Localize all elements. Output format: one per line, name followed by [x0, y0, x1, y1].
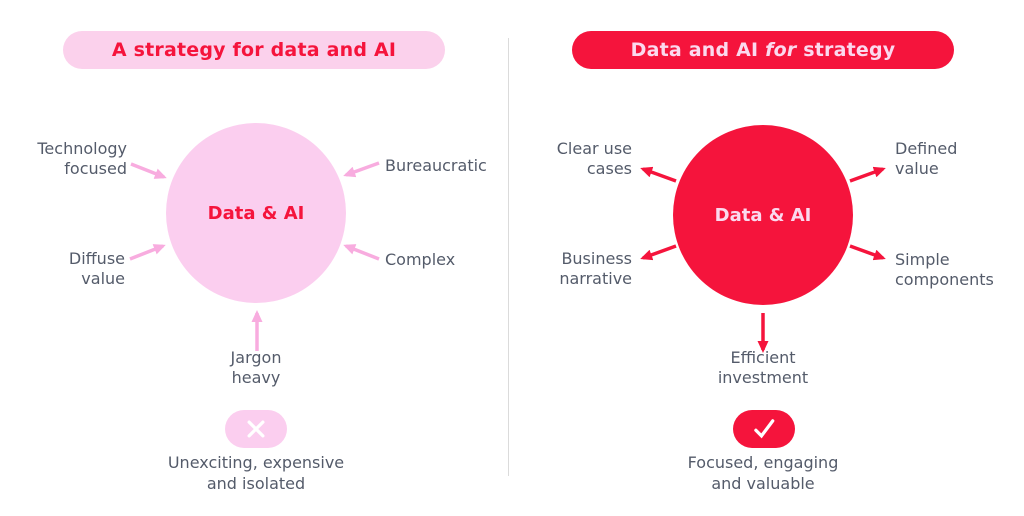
- x-badge: [225, 410, 287, 448]
- right-header-pill: Data and AI for strategy: [572, 31, 954, 69]
- check-badge: [733, 410, 795, 448]
- left-circle: Data & AI: [166, 123, 346, 303]
- arrow-diffuse-value: [129, 244, 166, 261]
- divider-line: [508, 38, 509, 476]
- arrow-bureaucratic: [343, 161, 380, 178]
- left-circle-label: Data & AI: [207, 202, 305, 224]
- check-icon: [754, 419, 775, 439]
- arrow-technology-focused: [130, 162, 167, 179]
- arrow-business-narrative: [640, 244, 677, 261]
- right-circle-label: Data & AI: [714, 204, 812, 226]
- label-business-narrative: Business narrative: [559, 249, 632, 288]
- label-diffuse-value: Diffuse value: [68, 249, 125, 288]
- right-caption: Focused, engaging and valuable: [687, 453, 839, 493]
- left-caption: Unexciting, expensive and isolated: [167, 453, 345, 493]
- label-efficient-investment: Efficient investment: [717, 348, 809, 387]
- left-header-text: A strategy for data and AI: [111, 39, 397, 61]
- right-header-pre: Data and AI: [630, 39, 766, 61]
- right-header-italic: for: [765, 39, 797, 61]
- arrow-defined-value: [849, 166, 886, 183]
- arrow-complex: [343, 244, 380, 261]
- label-complex: Complex: [385, 250, 456, 269]
- right-header-text: Data and AI for strategy: [631, 39, 896, 61]
- right-header-post: strategy: [796, 39, 896, 61]
- label-technology-focused: Technology focused: [37, 139, 127, 178]
- arrow-simple-components: [849, 244, 886, 261]
- label-jargon-heavy: Jargon heavy: [230, 348, 282, 387]
- label-simple-components: Simple components: [895, 250, 994, 289]
- x-icon: [247, 420, 265, 438]
- label-clear-use-cases: Clear use cases: [556, 139, 632, 178]
- label-bureaucratic: Bureaucratic: [385, 156, 487, 175]
- arrow-clear-use-cases: [640, 166, 677, 183]
- left-header-pill: A strategy for data and AI: [63, 31, 445, 69]
- right-circle: Data & AI: [673, 125, 853, 305]
- label-defined-value: Defined value: [895, 139, 958, 178]
